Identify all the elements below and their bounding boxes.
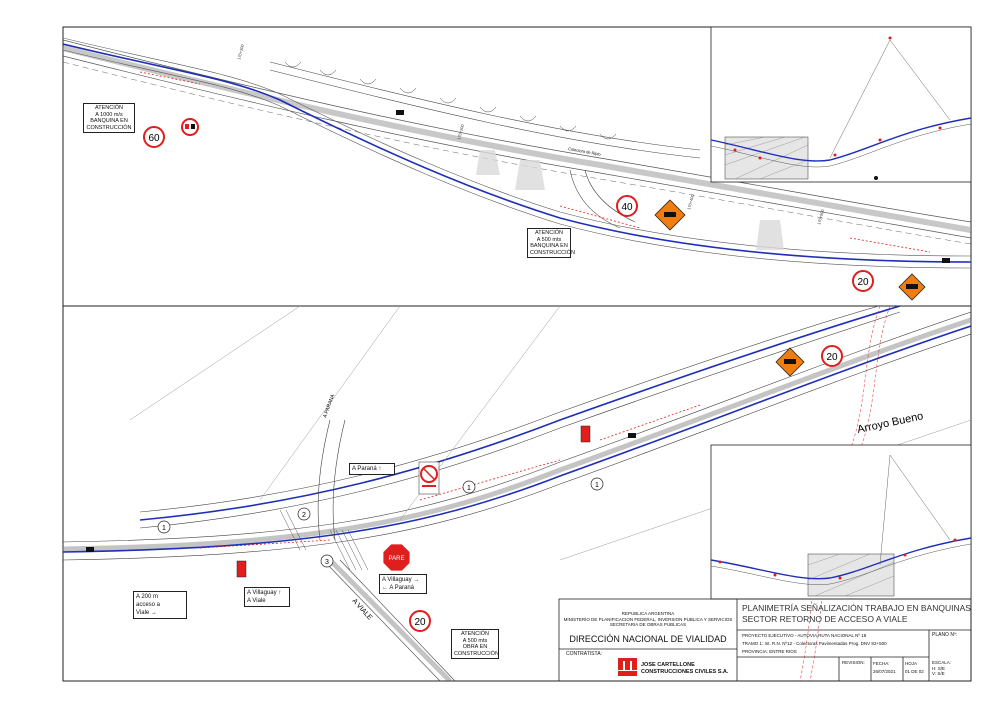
warning-note-1: ATENCIÓN A 1000 m/s BANQUINA EN CONSTRUC… [83,103,135,133]
svg-text:40: 40 [621,202,633,213]
svg-text:PARE: PARE [389,556,405,562]
no-left-turn-sign [418,461,440,495]
speed-sign-20-top: 20 [852,270,874,292]
top-plan: 170+300 170+200 170+400 170+500 [63,37,971,269]
contractor-name: JOSE CARTELLONE CONSTRUCCIONES CIVILES S… [641,662,729,675]
svg-text:170+300: 170+300 [236,43,245,60]
direction-box-acceso: A 200 m acceso a Viale → [133,591,187,619]
svg-text:170+500: 170+500 [816,208,825,225]
revision-label: REVISION: [842,660,865,665]
direction-box-villaguay: A Villaguay → ← A Paraná [379,574,427,594]
svg-text:2: 2 [302,512,306,519]
route-line-bottom [63,325,971,553]
road-label-parana: A PARANA [322,393,336,419]
plano-label: PLANO Nº: [932,632,958,638]
svg-text:3: 3 [325,559,329,566]
bottom-location-inset [710,444,972,600]
svg-text:60: 60 [148,133,160,144]
org-header: REPUBLICA ARGENTINA MINISTERIO DE PLANIF… [563,611,733,627]
road-label-colectora: Colectora de Ripio [568,146,602,157]
stop-sign: PARE [382,543,411,572]
drawing-title: PLANIMETRÍA SEÑALIZACIÓN TRABAJO EN BANQ… [742,603,971,624]
fecha-field: FECHA: 26/07/2021 [873,661,896,674]
warning-note-3: ATENCIÓN A 500 mts OBRA EN CONSTRUCCIÓN [451,629,499,659]
route-line-top [63,43,971,263]
work-warning-sign-3 [775,347,805,377]
project-info: PROYECTO EJECUTIVO - AUTOVIA RUTA NACION… [742,633,887,654]
svg-text:170+200: 170+200 [456,123,465,140]
circle-marker: 1 1 1 2 3 [157,477,604,568]
svg-text:20: 20 [414,617,426,628]
red-panel-sign-2 [236,560,247,578]
speed-sign-20-b2: 20 [409,610,431,632]
escala-field: ESCALA: H: S/E V: S/E [932,660,952,676]
speed-sign-20-b1: 20 [821,345,843,367]
contractor-logo [618,658,637,676]
work-warning-sign-2 [898,273,926,301]
speed-sign-40: 40 [616,195,638,217]
top-location-inset [710,26,972,183]
svg-text:1: 1 [162,525,166,532]
work-warning-sign [654,199,686,231]
contractor-label: CONTRATISTA: [566,651,602,657]
svg-text:20: 20 [857,277,869,288]
sheet-frame [62,26,972,682]
direction-box-parana: A Paraná ↑ [349,463,395,475]
direction-box-viale: A Villaguay ↑ A Viale [244,587,290,607]
agency-name: DIRECCIÓN NACIONAL DE VIALIDAD [569,634,727,644]
red-panel-sign [580,425,591,443]
no-overtaking-sign [181,118,199,136]
warning-note-2: ATENCIÓN A 500 mts BANQUINA EN CONSTRUCC… [527,228,575,258]
svg-text:1: 1 [595,482,599,489]
svg-text:20: 20 [826,352,838,363]
stream-label: Arroyo Bueno [856,410,924,436]
svg-text:170+400: 170+400 [686,193,695,210]
speed-sign-60: 60 [143,126,165,148]
hoja-field: HOJA 01 DE 02 [905,661,924,674]
title-block-frame [558,598,972,682]
svg-text:1: 1 [467,485,471,492]
